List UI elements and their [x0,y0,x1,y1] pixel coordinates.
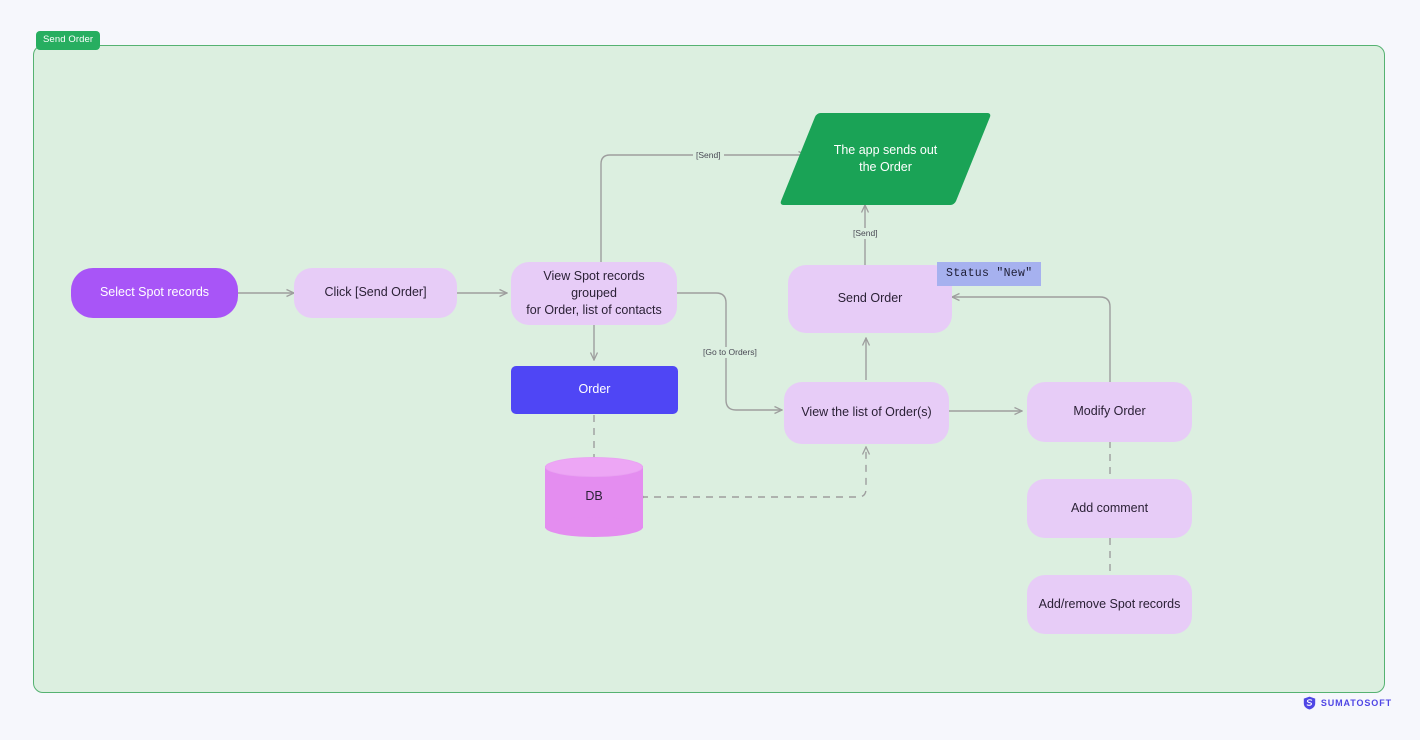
node-send-order[interactable]: Send Order [788,265,952,333]
node-label: View the list of Order(s) [801,405,932,420]
node-label: Click [Send Order] [324,285,427,300]
node-label-line2: for Order, list of contacts [526,303,662,318]
node-label: Order [578,382,611,397]
node-label: Add/remove Spot records [1038,596,1181,611]
node-label-line1: View Spot records grouped [543,268,645,300]
edge-label-send-vertical: [Send] [850,228,881,240]
node-add-comment[interactable]: Add comment [1027,479,1192,538]
node-app-sends-out-order[interactable]: The app sends out the Order [779,113,992,205]
subgraph-label: Send Order [36,31,101,50]
node-label: Modify Order [1073,404,1146,419]
watermark: SUMATOSOFT [1303,696,1392,710]
node-label: DB [585,489,603,504]
edge-label-send-top: [Send] [693,150,724,162]
note-status-new: Status "New" [937,262,1042,286]
node-label: Select Spot records [99,285,210,300]
node-click-send-order[interactable]: Click [Send Order] [294,268,457,318]
node-label-line2: the Order [859,160,912,174]
node-view-list-of-orders[interactable]: View the list of Order(s) [784,382,949,444]
node-view-spot-records-grouped[interactable]: View Spot records grouped for Order, lis… [511,262,677,325]
node-text: The app sends out the Order [798,142,973,177]
watermark-brand: SUMATOSOFT [1320,698,1392,708]
node-add-remove-spot-records[interactable]: Add/remove Spot records [1027,575,1192,634]
node-select-spot-records[interactable]: Select Spot records [71,268,238,318]
node-label: Send Order [837,291,903,306]
cylinder-bottom [545,517,643,537]
cylinder-top [545,457,643,477]
node-label-line1: The app sends out [833,142,938,157]
node-db[interactable]: DB [545,457,643,537]
node-modify-order[interactable]: Modify Order [1027,382,1192,442]
node-label: Add comment [1070,500,1149,515]
shield-s-icon [1303,696,1316,710]
node-order[interactable]: Order [511,366,678,414]
edge-label-go-to-orders: [Go to Orders] [700,347,760,359]
